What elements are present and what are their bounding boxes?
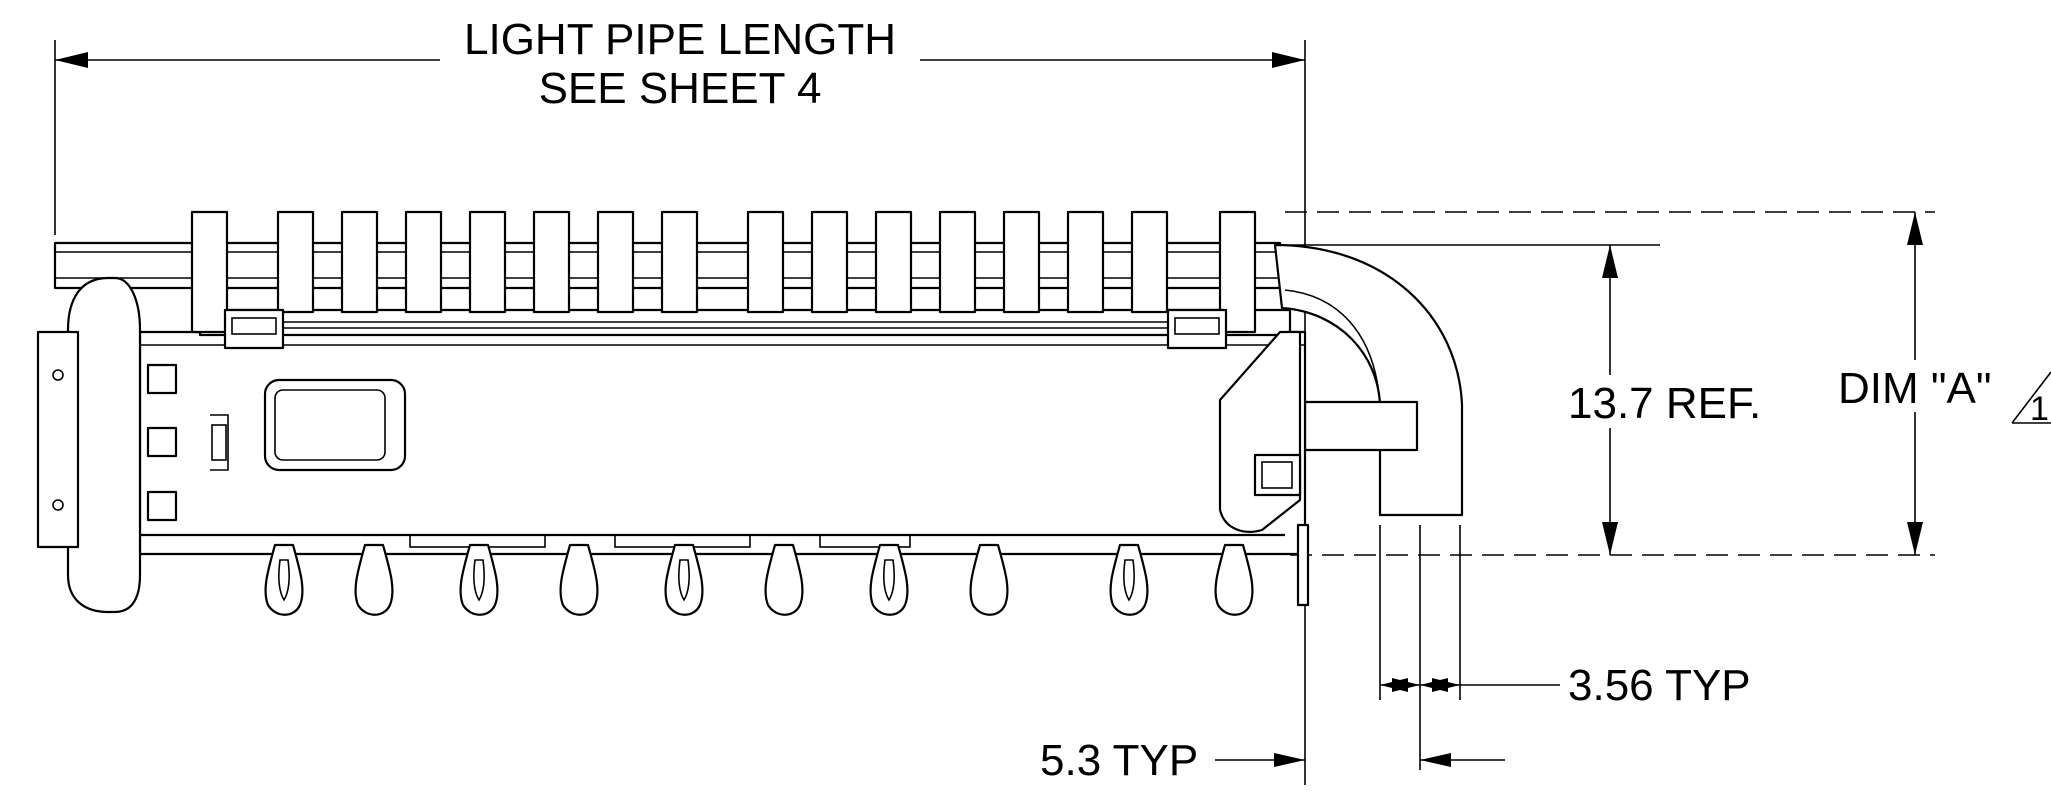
offset-dimension: 5.3 TYP bbox=[1040, 736, 1505, 785]
dim-a-label: DIM "A" bbox=[1838, 364, 1991, 413]
ref-height-dimension: 13.7 REF. bbox=[1568, 245, 1761, 555]
revision-triangle-icon: 1 bbox=[2011, 371, 2051, 428]
light-pipe-length-label: LIGHT PIPE LENGTH bbox=[464, 15, 896, 64]
light-pipe-length-dimension: LIGHT PIPE LENGTH SEE SHEET 4 bbox=[55, 15, 1305, 113]
pitch-dimension: 3.56 TYP bbox=[1380, 661, 1751, 710]
pitch-label: 3.56 TYP bbox=[1568, 661, 1751, 710]
fin-array bbox=[190, 210, 1257, 334]
revision-number: 1 bbox=[2030, 390, 2049, 428]
see-sheet-label: SEE SHEET 4 bbox=[539, 64, 822, 113]
ref-height-label: 13.7 REF. bbox=[1568, 379, 1761, 428]
bottom-clips bbox=[264, 543, 1254, 616]
extension-lines bbox=[54, 40, 1935, 785]
offset-label: 5.3 TYP bbox=[1040, 736, 1198, 785]
dim-a-dimension: DIM "A" 1 bbox=[1838, 212, 2051, 555]
light-pipe-part bbox=[36, 210, 1464, 616]
